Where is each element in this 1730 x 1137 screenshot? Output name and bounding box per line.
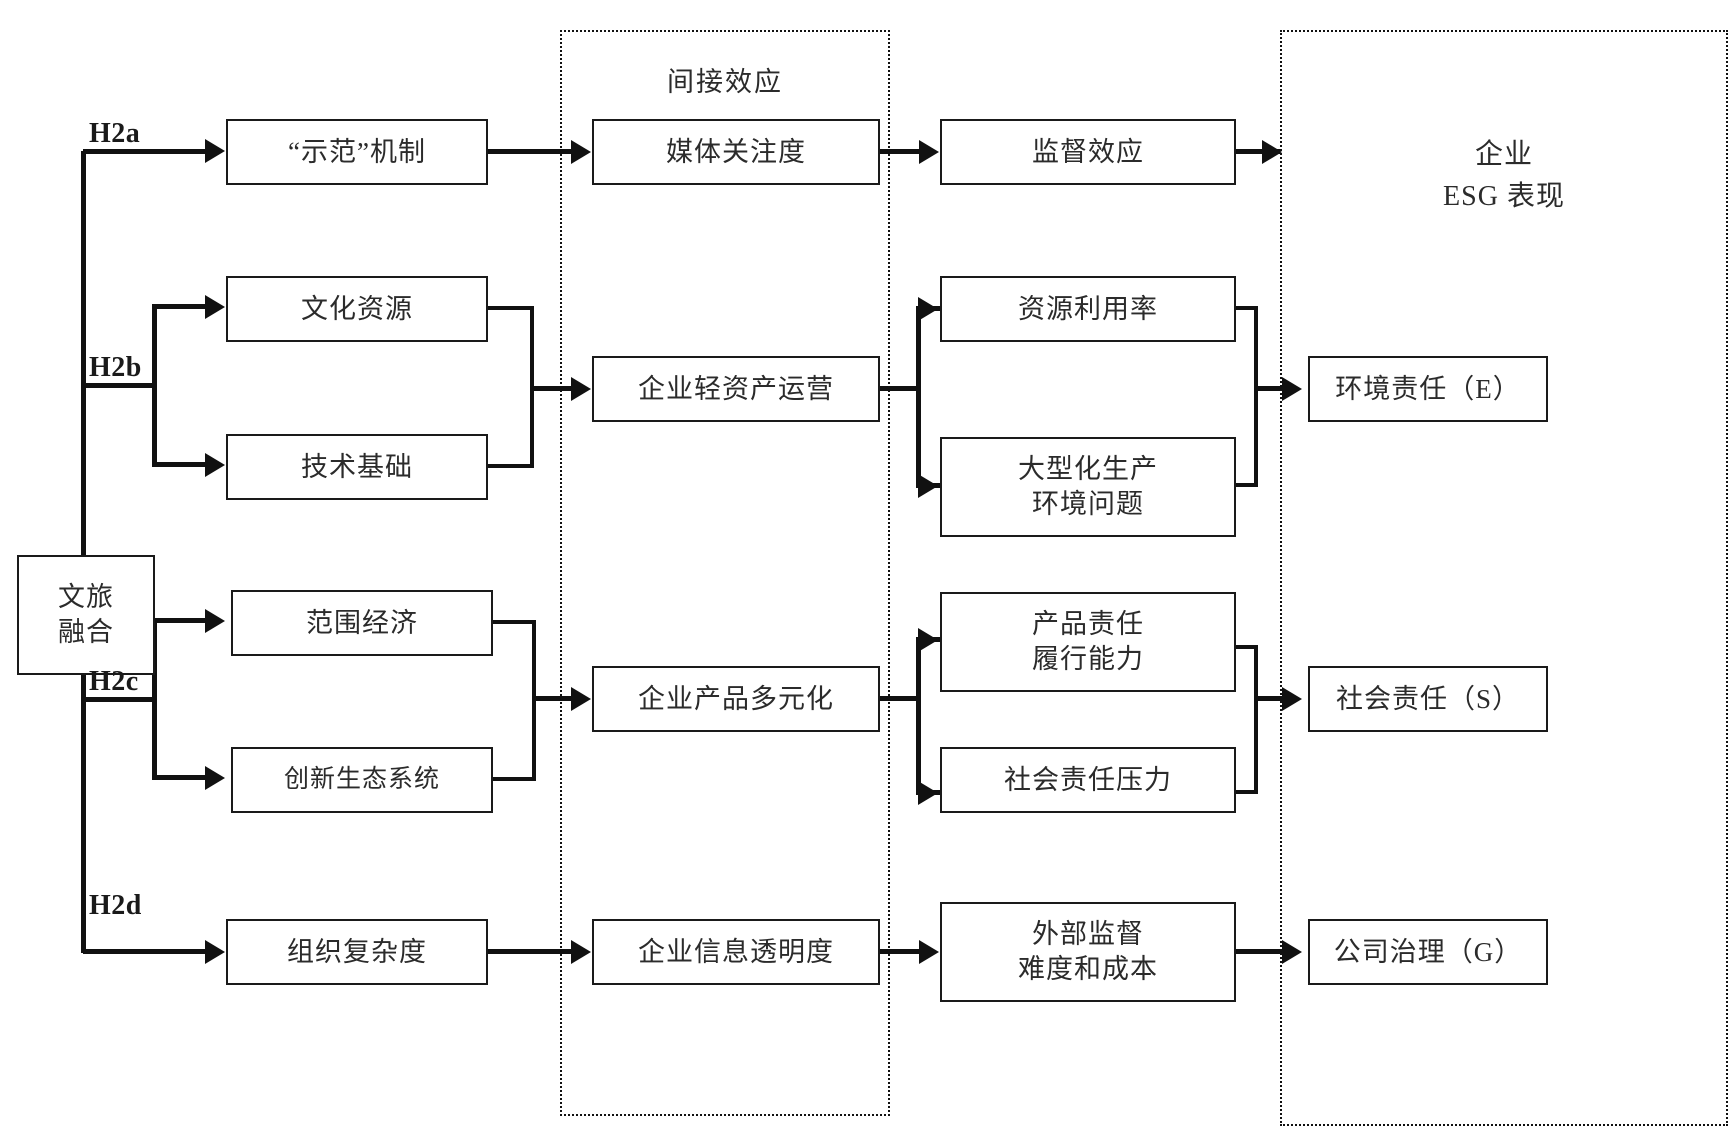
edge-merge-c-to-product-diversity (532, 696, 574, 701)
edge-h2b-to-tech-foundation (152, 462, 208, 467)
edge-large-scale-env-out (1236, 483, 1258, 487)
edge-h2b-to-cultural-resource (152, 304, 208, 309)
edge-supervision-to-esg (1236, 149, 1280, 154)
hypothesis-label-h2d: H2d (89, 890, 142, 921)
node-social-responsibility-pressure[interactable]: 社会责任压力 (940, 747, 1236, 813)
edge-cultural-resource-out (488, 306, 533, 310)
hypothesis-label-h2c: H2c (89, 666, 139, 697)
node-social-responsibility[interactable]: 社会责任（S） (1308, 666, 1548, 732)
edge-h2c-riser (152, 618, 157, 780)
edge-resource-rate-out (1236, 306, 1258, 310)
arrowhead-supervision-to-esg (1262, 140, 1282, 164)
edge-h2d-horizontal (83, 949, 208, 954)
edge-tech-foundation-out (488, 464, 533, 468)
edge-product-liability-out (1236, 645, 1258, 649)
edge-scope-economy-out (493, 620, 535, 624)
arrowhead-h2c-scope-economy (205, 609, 225, 633)
node-media-attention[interactable]: 媒体关注度 (592, 119, 880, 185)
edge-org-complexity-to-transparency (488, 949, 574, 954)
region-esg-performance-label: 企业 ESG 表现 (1443, 139, 1565, 212)
node-info-transparency[interactable]: 企业信息透明度 (592, 919, 880, 985)
edge-h2a-horizontal (83, 149, 208, 154)
region-indirect-effect (560, 30, 890, 1116)
arrowhead-merge-c-product-diversity (571, 687, 591, 711)
arrowhead-merge-s-social (1282, 687, 1302, 711)
node-scope-economy[interactable]: 范围经济 (231, 590, 493, 656)
hypothesis-label-h2a: H2a (89, 118, 141, 149)
arrowhead-h2d (205, 940, 225, 964)
edge-product-diversity-out (880, 696, 920, 701)
edge-external-oversight-to-governance (1236, 949, 1284, 954)
arrowhead-split-b-resource-rate (918, 297, 938, 321)
arrowhead-split-b-large-scale-env (918, 474, 938, 498)
arrowhead-h2a (205, 139, 225, 163)
hypothesis-label-h2b: H2b (89, 352, 142, 383)
edge-h2c-to-scope-economy (152, 618, 208, 623)
arrowhead-transparency-to-external-oversight (919, 940, 939, 964)
node-product-diversification[interactable]: 企业产品多元化 (592, 666, 880, 732)
edge-demo-to-media (488, 149, 574, 154)
node-asset-light-operations[interactable]: 企业轻资产运营 (592, 356, 880, 422)
edge-split-c-vertical (916, 637, 921, 794)
node-resource-utilization-rate[interactable]: 资源利用率 (940, 276, 1236, 342)
edge-social-pressure-out (1236, 790, 1258, 794)
trunk-vertical-lower (81, 673, 86, 953)
edge-split-b-vertical (916, 306, 921, 487)
edge-asset-light-out (880, 386, 920, 391)
edge-h2b-stem (83, 383, 155, 388)
arrowhead-split-c-social-pressure (918, 781, 938, 805)
node-tech-foundation[interactable]: 技术基础 (226, 434, 488, 500)
edge-h2c-stem (83, 697, 155, 702)
edge-merge-b-to-asset-light (530, 386, 574, 391)
node-org-complexity[interactable]: 组织复杂度 (226, 919, 488, 985)
edge-merge-s-vertical (1254, 645, 1258, 794)
node-demo-mechanism[interactable]: “示范”机制 (226, 119, 488, 185)
arrowhead-merge-b-asset-light (571, 377, 591, 401)
arrowhead-h2b-tech-foundation (205, 453, 225, 477)
arrowhead-org-complexity-to-transparency (571, 940, 591, 964)
arrowhead-merge-e-environment (1282, 377, 1302, 401)
node-environmental-responsibility[interactable]: 环境责任（E） (1308, 356, 1548, 422)
node-product-liability-capability[interactable]: 产品责任 履行能力 (940, 592, 1236, 692)
node-source-culture-tourism[interactable]: 文旅 融合 (17, 555, 155, 675)
edge-media-to-supervision (880, 149, 922, 154)
region-indirect-effect-label: 间接效应 (667, 67, 783, 97)
node-external-oversight-cost[interactable]: 外部监督 难度和成本 (940, 902, 1236, 1002)
arrowhead-h2c-innovation-eco (205, 766, 225, 790)
edge-merge-e-vertical (1254, 306, 1258, 487)
edge-h2c-to-innovation-eco (152, 775, 208, 780)
node-cultural-resource[interactable]: 文化资源 (226, 276, 488, 342)
edge-transparency-to-external-oversight (880, 949, 922, 954)
node-corporate-governance[interactable]: 公司治理（G） (1308, 919, 1548, 985)
edge-merge-s-to-social (1254, 696, 1284, 701)
edge-innovation-eco-out (493, 777, 535, 781)
arrowhead-external-oversight-to-governance (1282, 940, 1302, 964)
edge-merge-e-to-environment (1254, 386, 1284, 391)
trunk-vertical-upper (81, 151, 86, 557)
node-supervision-effect[interactable]: 监督效应 (940, 119, 1236, 185)
arrowhead-h2b-cultural-resource (205, 295, 225, 319)
arrowhead-split-c-product-liability (918, 628, 938, 652)
arrowhead-media-to-supervision (919, 140, 939, 164)
node-innovation-ecosystem[interactable]: 创新生态系统 (231, 747, 493, 813)
edge-h2b-riser (152, 304, 157, 467)
node-large-scale-environment-issue[interactable]: 大型化生产 环境问题 (940, 437, 1236, 537)
region-esg-performance (1280, 30, 1728, 1126)
arrowhead-demo-to-media (571, 140, 591, 164)
